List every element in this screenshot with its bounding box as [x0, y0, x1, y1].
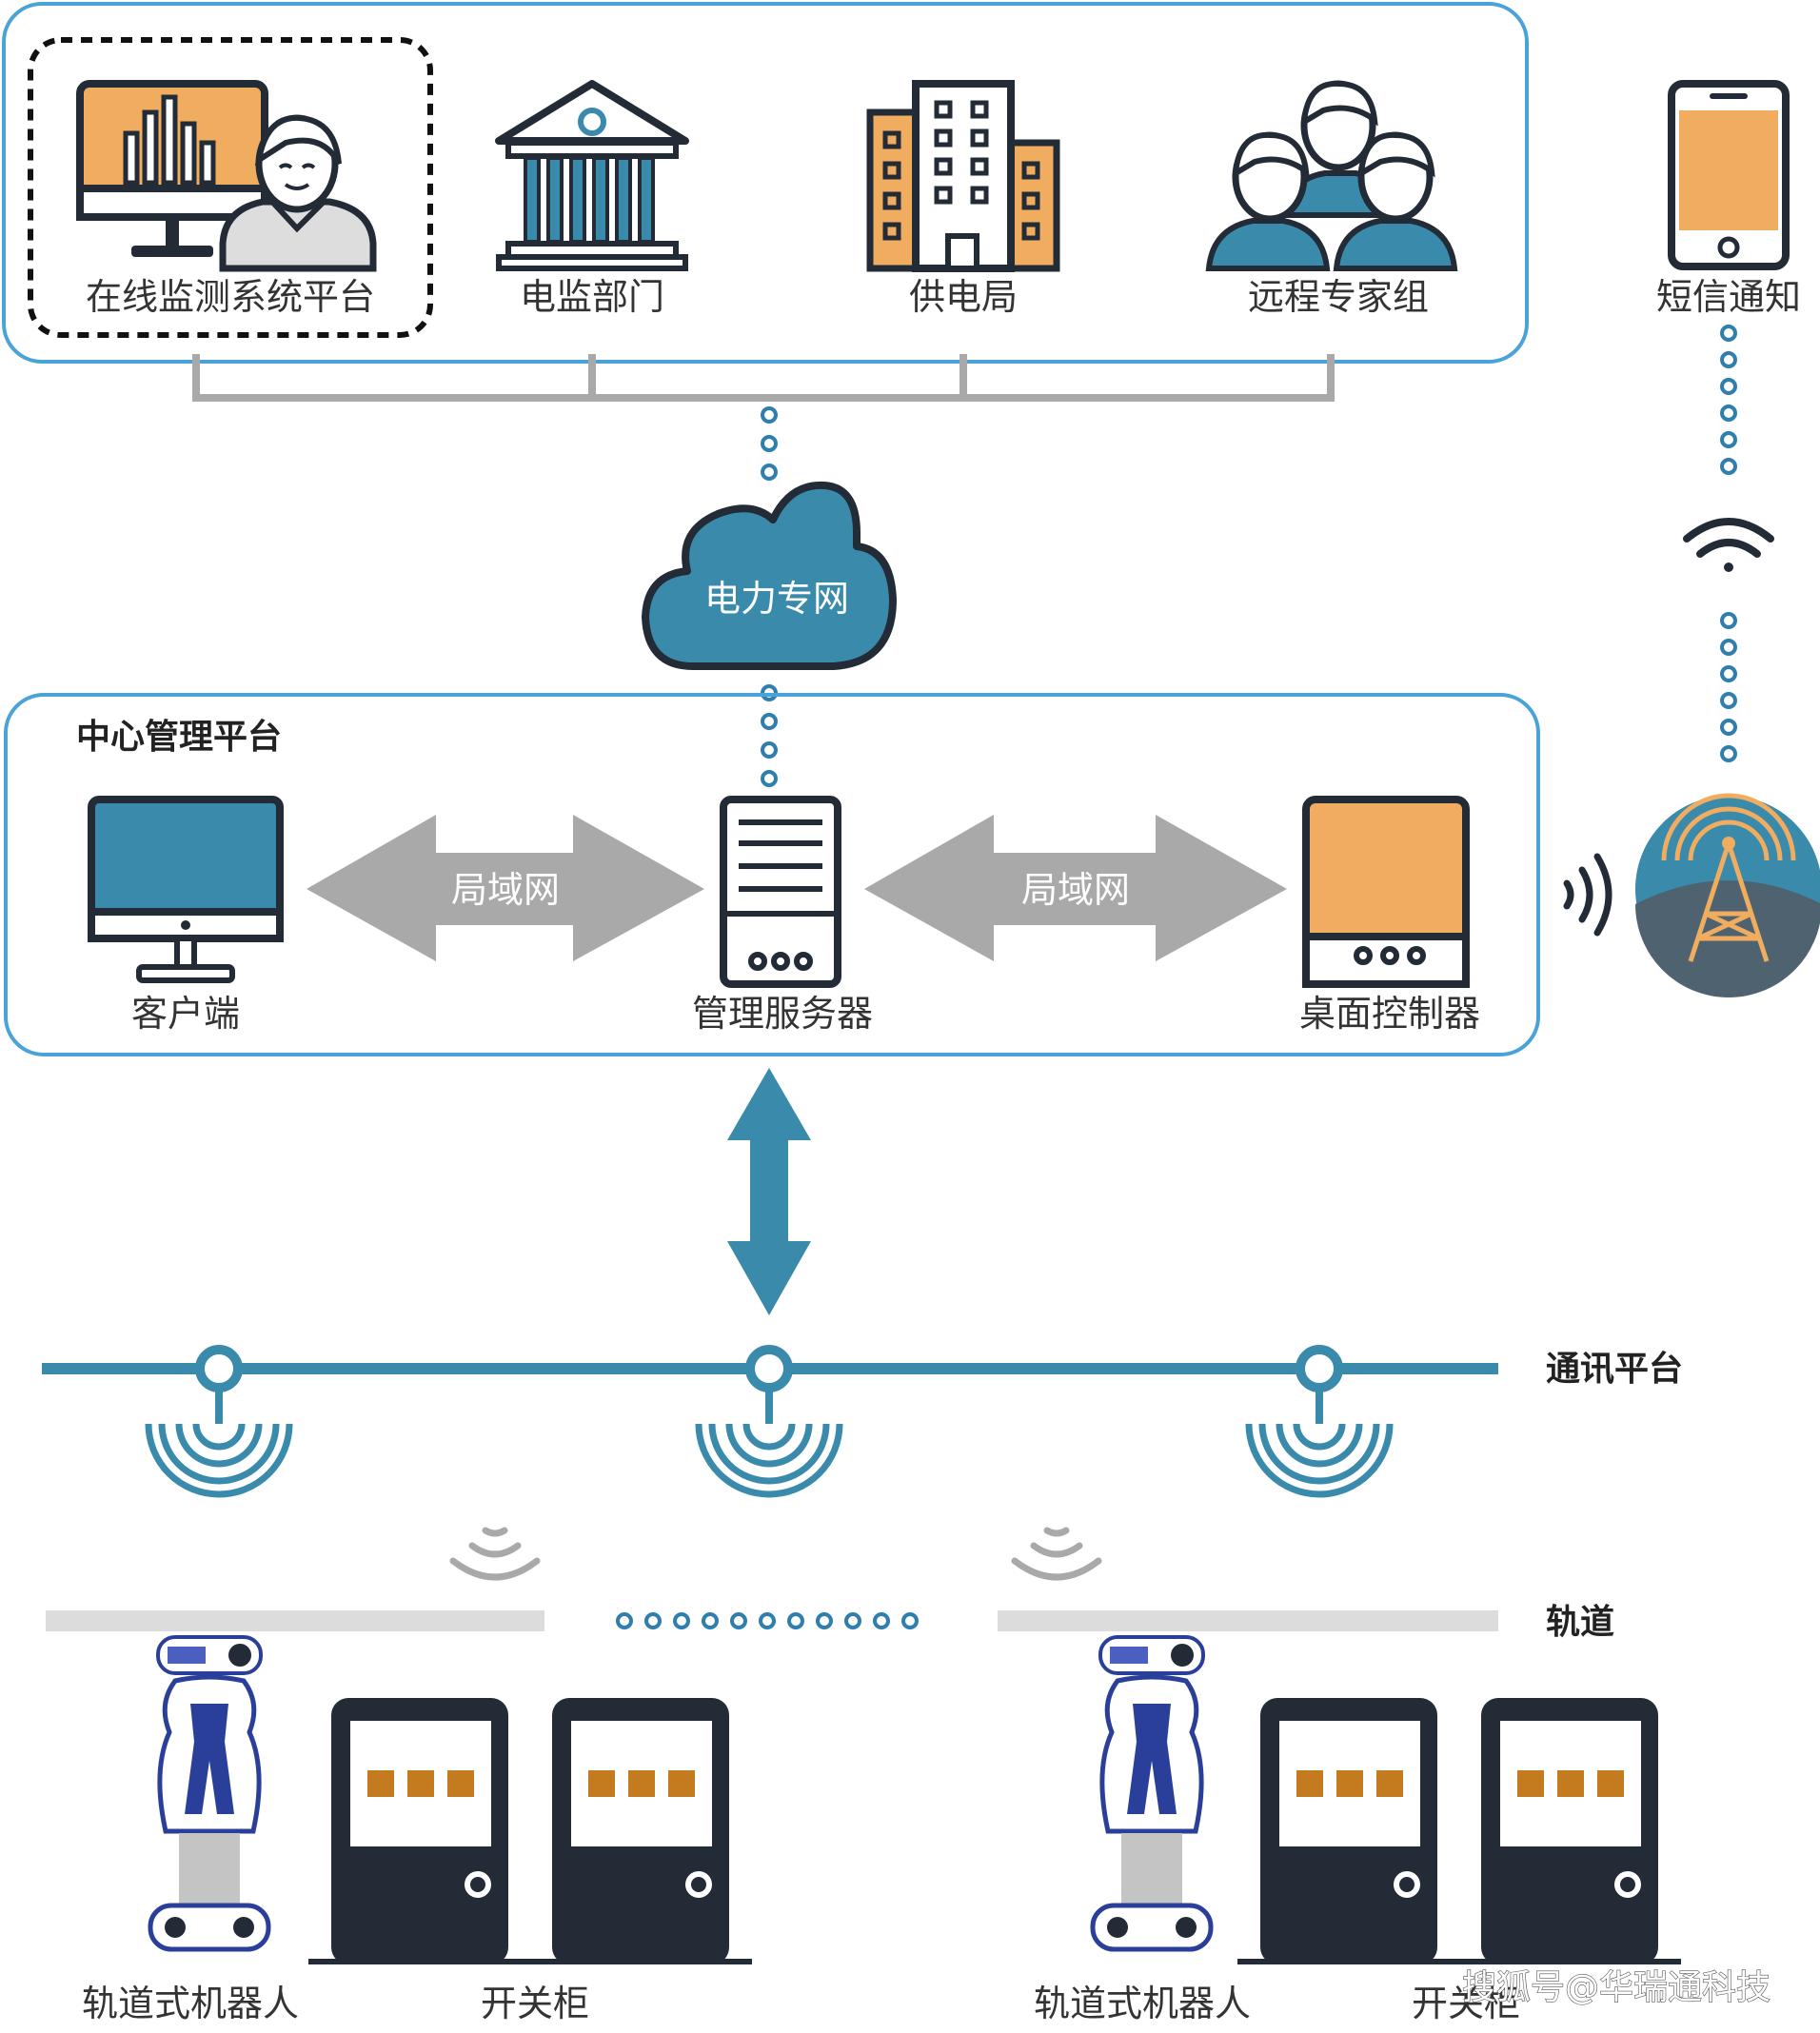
access-point-3: [1245, 1345, 1394, 1498]
lan-left-label: 局域网: [451, 869, 560, 911]
sms-label: 短信通知: [1656, 276, 1801, 318]
client-label: 客户端: [131, 993, 240, 1035]
lan-arrow-left: [307, 815, 704, 961]
selected-item-dashed-frame: [28, 37, 433, 338]
track-dotted-link: [616, 1612, 919, 1629]
smartphone-icon: [1668, 80, 1790, 270]
center-platform-title: 中心管理平台: [76, 718, 282, 757]
top-group-box: [2, 2, 1529, 364]
government-building-icon: [495, 80, 689, 271]
access-point-2: [695, 1345, 843, 1498]
client-monitor-icon: [88, 796, 284, 983]
center-platform-box: [4, 693, 1540, 1056]
management-server-icon: [720, 796, 841, 988]
cabinet-right-label: 开关柜: [1412, 1983, 1520, 2024]
controller-label: 桌面控制器: [1299, 993, 1480, 1035]
monitor-person-icon: [76, 80, 377, 272]
sms-dotted-link: [1720, 325, 1737, 762]
track-rail-right: [998, 1610, 1498, 1631]
signal-emission-icon: [1563, 853, 1612, 937]
server-label: 管理服务器: [692, 993, 873, 1035]
top-item-label-power-regulator: 电监部门: [520, 276, 664, 318]
rail-robot-right: [1090, 1635, 1214, 1952]
switchgear-cabinets-right: [1237, 1698, 1681, 1964]
cloud-dotted-link-top: [761, 406, 778, 481]
top-item-label-monitoring-platform: 在线监测系统平台: [86, 276, 375, 318]
watermark-text: 搜狐号@华瑞通科技: [1462, 1968, 1771, 2007]
switchgear-cabinets-left: [308, 1698, 752, 1964]
wireless-arc-left: [449, 1527, 541, 1581]
wifi-icon: [1683, 518, 1774, 572]
lan-arrow-right: [864, 815, 1287, 961]
track-label: 轨道: [1546, 1603, 1614, 1642]
people-group-icon: [1205, 80, 1458, 271]
desktop-controller-icon: [1302, 796, 1470, 988]
cloud-label: 电力专网: [704, 578, 849, 620]
cabinet-left-label: 开关柜: [481, 1983, 589, 2024]
communication-platform-label: 通讯平台: [1546, 1350, 1683, 1389]
cloud-dotted-link-bottom: [761, 684, 778, 787]
access-point-1: [145, 1345, 293, 1498]
wireless-arc-right: [1011, 1527, 1102, 1581]
robot-left-label: 轨道式机器人: [82, 1983, 299, 2024]
top-item-label-expert-group: 远程专家组: [1248, 276, 1429, 318]
track-rail-left: [46, 1610, 544, 1631]
rail-robot-left: [148, 1635, 271, 1952]
signal-tower-icon: [1635, 793, 1820, 997]
lan-right-label: 局域网: [1021, 869, 1130, 911]
vertical-double-arrow: [727, 1068, 811, 1315]
cloud-icon: [642, 481, 897, 670]
office-building-icon: [866, 80, 1060, 272]
top-item-label-power-bureau: 供电局: [909, 276, 1018, 318]
robot-right-label: 轨道式机器人: [1034, 1983, 1251, 2024]
top-connector-bracket: [192, 354, 1335, 402]
